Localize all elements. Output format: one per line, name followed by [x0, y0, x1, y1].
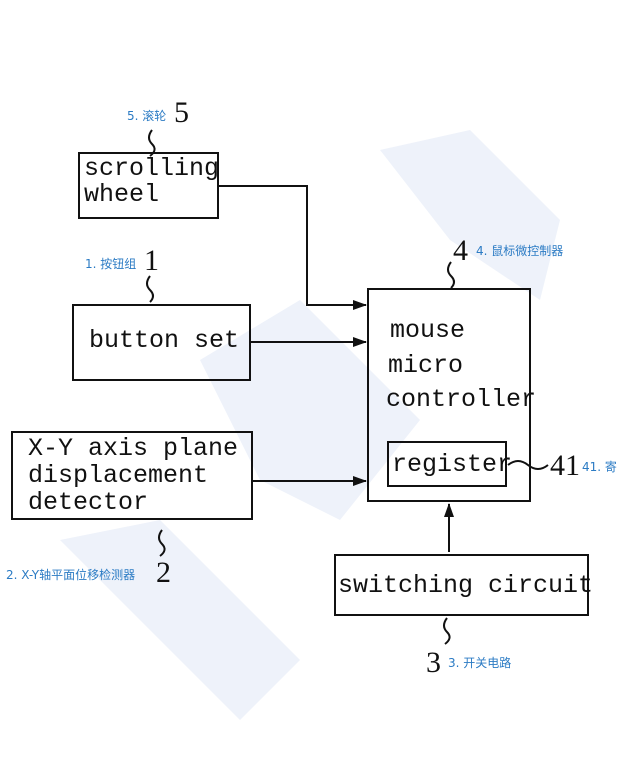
annotation-4: 4. 鼠标微控制器 [476, 244, 564, 258]
xy-detector-block [11, 431, 253, 520]
switching-circuit-label: switching circuit [338, 571, 594, 600]
ref-number-1: 1 [144, 244, 159, 277]
scrolling-wheel-block [78, 152, 219, 219]
xy-detector-label-line2: displacement [28, 461, 209, 490]
mouse-controller-label-line2: micro [388, 351, 464, 380]
ref-number-41: 41 [550, 449, 580, 482]
mouse-controller-label-line3: controller [386, 385, 537, 414]
xy-detector-label-line1: X-Y axis plane [28, 434, 239, 463]
leader-41 [507, 460, 549, 470]
annotation-1: 1. 按钮组 [85, 257, 137, 271]
ref-number-5: 5 [174, 96, 189, 129]
button-set-block [72, 304, 251, 381]
scrolling-wheel-label-line2: wheel [84, 180, 160, 209]
leader-1 [146, 275, 154, 303]
annotation-5: 5. 滚轮 [127, 109, 167, 123]
ref-number-4: 4 [453, 234, 468, 267]
annotation-41: 41. 寄 [582, 460, 617, 474]
mouse-controller-block [367, 288, 531, 502]
mouse-controller-label-line1: mouse [390, 316, 466, 345]
leader-3 [443, 617, 451, 645]
ref-number-3: 3 [426, 646, 441, 679]
scrolling-wheel-label-line1: scrolling [84, 154, 220, 183]
register-label: register [392, 450, 513, 479]
annotation-3: 3. 开关电路 [448, 656, 512, 670]
leader-2 [158, 529, 166, 557]
button-set-label: button set [89, 326, 240, 355]
switching-circuit-block [334, 554, 589, 616]
ref-number-2: 2 [156, 556, 171, 589]
register-block [387, 441, 507, 487]
leader-4 [447, 261, 455, 289]
connector-scrolling-to-controller [218, 185, 367, 310]
xy-detector-label-line3: detector [28, 488, 149, 517]
annotation-2: 2. X-Y轴平面位移检测器 [6, 568, 136, 582]
